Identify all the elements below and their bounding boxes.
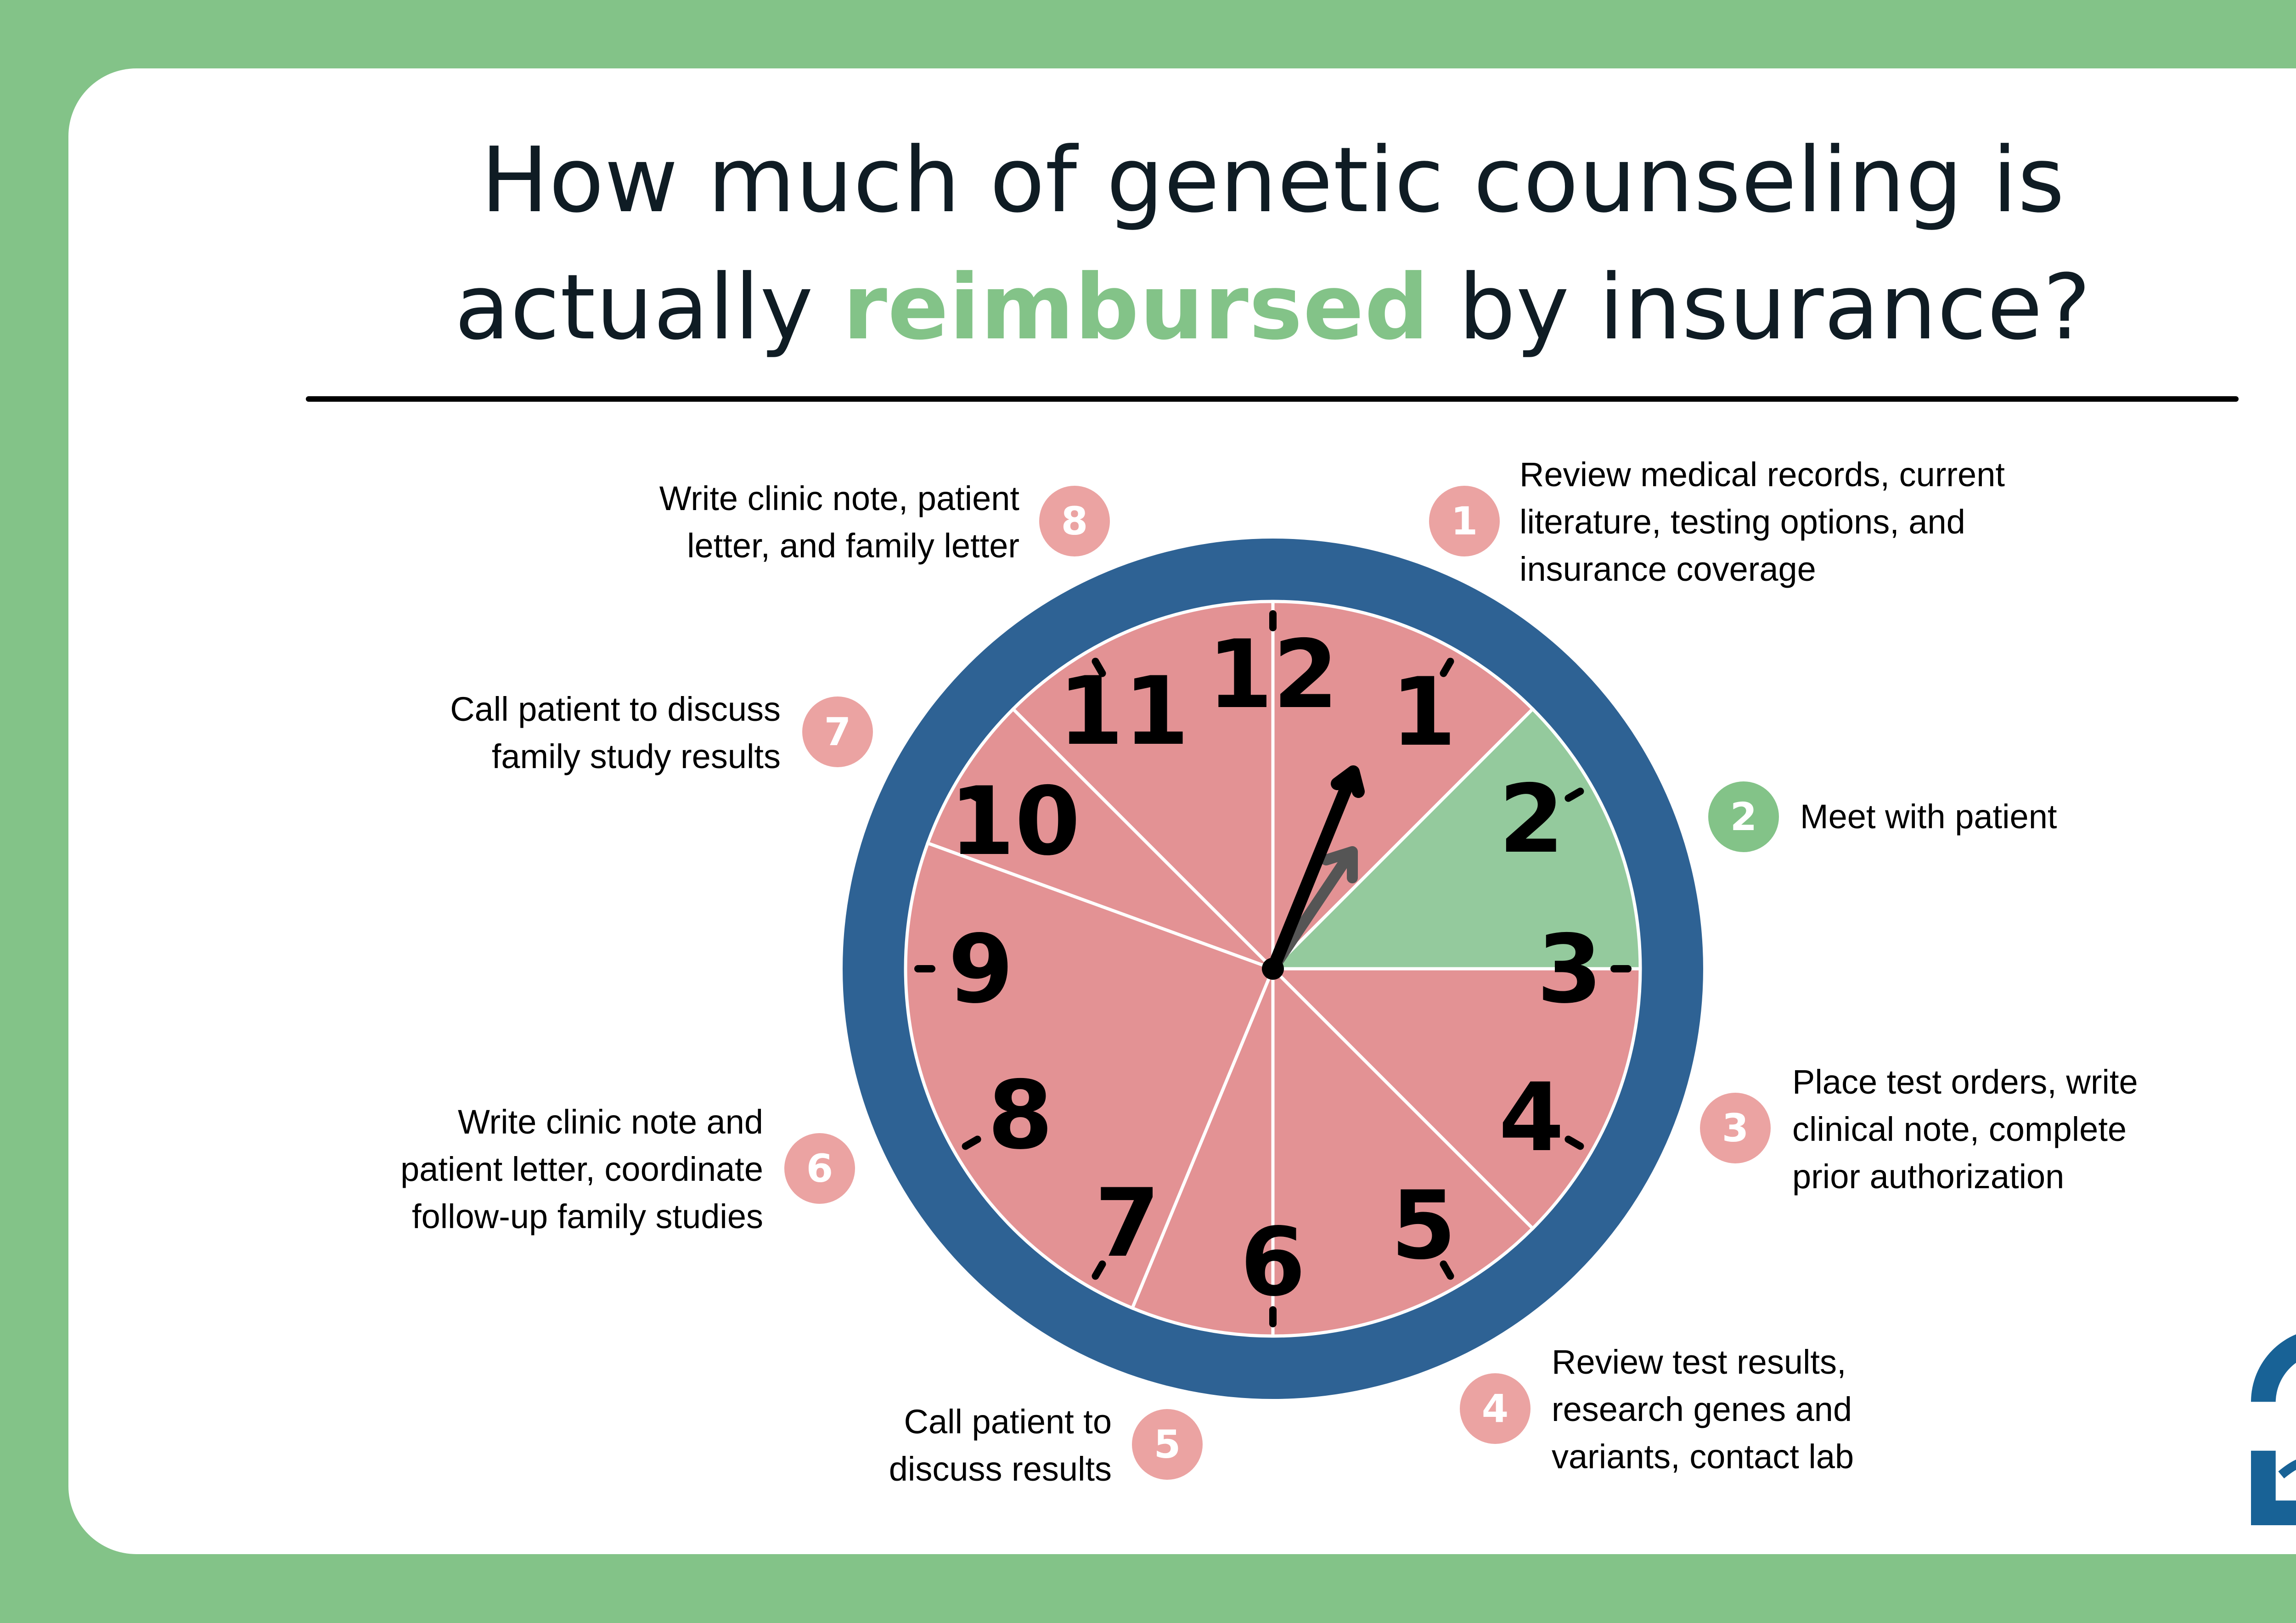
title-line-1: How much of genetic counseling is (481, 128, 2065, 233)
step-6-line: Write clinic note and (458, 1103, 763, 1141)
numeral-4: 4 (1499, 1063, 1564, 1173)
numeral-3: 3 (1537, 915, 1603, 1024)
step-7-line: Call patient to discuss (450, 690, 781, 728)
step-4-line: Review test results, (1552, 1343, 1846, 1381)
step-6-line: patient letter, coordinate (400, 1150, 763, 1188)
clock-segments (904, 600, 1642, 1338)
step-label-4: Review test results, research genes and … (1552, 1338, 1854, 1480)
title-line-2-start: actually (455, 255, 843, 360)
step-1-line: literature, testing options, and (1519, 503, 1965, 541)
step-8-line: Write clinic note, patient (659, 479, 1019, 517)
segment-step-6 (904, 841, 1275, 1310)
step-3-line: prior authorization (1792, 1157, 2065, 1196)
step-label-5: Call patient to discuss results (889, 1398, 1112, 1493)
page-title: How much of genetic counseling is actual… (0, 117, 2296, 371)
numeral-9: 9 (948, 915, 1014, 1024)
clock-center-pin (1262, 958, 1284, 980)
segment-step-2-reimbursed (1269, 707, 1642, 971)
title-line-2-end: by insurance? (1429, 255, 2091, 360)
segment-step-3 (1269, 967, 1642, 1231)
numeral-5: 5 (1391, 1171, 1457, 1280)
step-6-line: follow-up family studies (412, 1197, 763, 1236)
title-highlight-reimbursed: reimbursed (843, 255, 1429, 360)
dna-helix-frame-logo-icon (2251, 1334, 2296, 1525)
numeral-11: 11 (1058, 657, 1189, 766)
step-label-1: Review medical records, current literatu… (1519, 451, 2005, 593)
step-8-line: letter, and family letter (687, 527, 1019, 565)
step-4-line: research genes and (1552, 1390, 1852, 1428)
step-4-line: variants, contact lab (1552, 1438, 1854, 1476)
clock-numerals: 12 1 2 3 4 5 6 7 8 9 10 11 (948, 620, 1603, 1317)
step-label-7: Call patient to discuss family study res… (450, 685, 781, 780)
step-7-line: family study results (491, 737, 781, 775)
step-1-line: insurance coverage (1519, 550, 1816, 588)
numeral-8: 8 (988, 1061, 1053, 1170)
step-label-3: Place test orders, write clinical note, … (1792, 1058, 2138, 1200)
segment-step-5 (1130, 968, 1275, 1338)
numeral-1: 1 (1391, 658, 1457, 767)
step-badge-8: 8 (1039, 486, 1110, 556)
numeral-2: 2 (1499, 765, 1564, 874)
step-badge-3: 3 (1700, 1093, 1771, 1163)
segment-step-4 (1271, 965, 1535, 1338)
numeral-6: 6 (1240, 1208, 1306, 1317)
clock-ticks (914, 610, 1632, 1327)
step-3-line: Place test orders, write (1792, 1063, 2138, 1101)
step-label-8: Write clinic note, patient letter, and f… (659, 475, 1019, 569)
step-badge-7: 7 (802, 696, 873, 767)
step-badge-2-reimbursed: 2 (1708, 781, 1779, 852)
step-3-line: clinical note, complete (1792, 1110, 2127, 1148)
segment-step-7 (925, 707, 1274, 971)
step-1-line: Review medical records, current (1519, 455, 2005, 494)
step-label-6: Write clinic note and patient letter, co… (400, 1098, 763, 1240)
step-5-line: discuss results (889, 1450, 1112, 1488)
step-badge-5: 5 (1132, 1409, 1203, 1480)
step-label-2: Meet with patient (1800, 793, 2057, 840)
numeral-10: 10 (949, 767, 1080, 876)
title-divider (306, 396, 2239, 402)
step-badge-6: 6 (784, 1133, 855, 1204)
step-badge-4: 4 (1460, 1373, 1531, 1444)
step-2-line: Meet with patient (1800, 797, 2057, 836)
minute-hand (1266, 765, 1365, 975)
numeral-7: 7 (1095, 1169, 1160, 1278)
segment-step-8 (1011, 600, 1275, 973)
step-badge-1: 1 (1429, 486, 1500, 556)
step-5-line: Call patient to (904, 1403, 1112, 1441)
numeral-12: 12 (1207, 620, 1338, 730)
